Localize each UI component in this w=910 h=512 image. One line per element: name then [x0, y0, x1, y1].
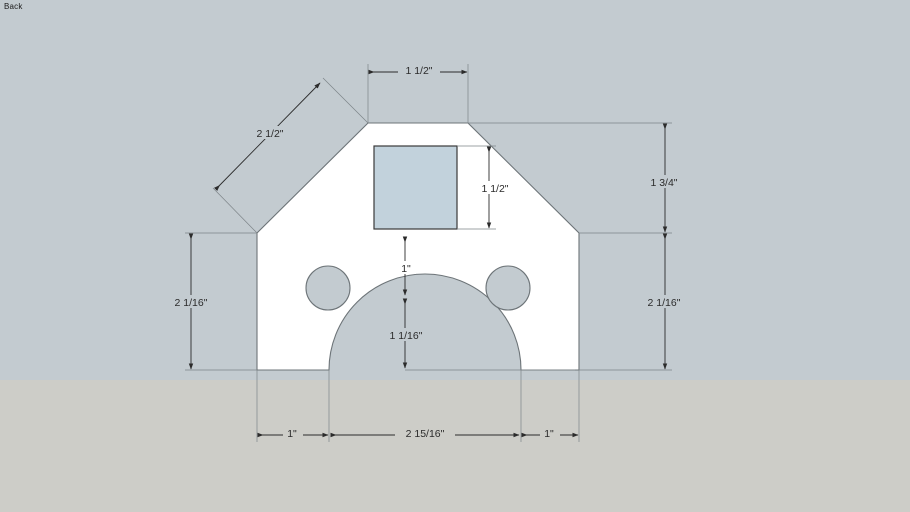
dimension-left-height[interactable]: 2 1/16" — [164, 233, 218, 370]
dimension-arch-height-bg — [380, 328, 432, 341]
dimension-bottom-left-foot-bg — [283, 426, 303, 439]
view-label: Back — [4, 2, 23, 11]
dimension-top-width[interactable]: 1 1/2" — [368, 63, 468, 77]
dimension-left-chamfer-label: 2 1/2" — [256, 128, 283, 140]
dimension-square-hole-bg — [474, 181, 516, 194]
dimension-right-lower-label: 2 1/16" — [648, 297, 681, 309]
dimension-square-hole-height[interactable]: 1 1/2" — [474, 146, 516, 229]
dimension-hole-to-arch[interactable]: 1" — [396, 236, 416, 296]
dimension-left-height-bg — [164, 295, 218, 308]
dimension-bottom-right-foot[interactable]: 1" — [521, 426, 579, 440]
dimension-arch-height[interactable]: 1 1/16" — [380, 298, 432, 369]
dimension-bottom-span[interactable]: 2 15/16" — [330, 426, 520, 440]
extension-lines — [185, 64, 672, 442]
dimension-hole-to-arch-bg — [396, 261, 416, 274]
dimension-left-height-label: 2 1/16" — [175, 297, 208, 309]
ground-background — [0, 380, 910, 512]
right-round-hole[interactable] — [485, 265, 531, 311]
dimension-bottom-right-foot-bg — [540, 426, 560, 439]
dimension-left-chamfer-bg — [247, 126, 293, 139]
dimension-arch-height-label: 1 1/16" — [390, 330, 423, 342]
dimension-bottom-left-foot-label: 1" — [287, 428, 297, 440]
dimension-left-chamfer[interactable]: 2 1/2" — [212, 77, 369, 234]
dimension-right-lower-bg — [637, 295, 691, 308]
dimension-square-hole-label: 1 1/2" — [481, 183, 508, 195]
dimension-right-upper-label: 1 3/4" — [650, 177, 677, 189]
dimension-hole-to-arch-label: 1" — [401, 263, 411, 275]
dimension-bottom-right-foot-label: 1" — [544, 428, 554, 440]
dimension-bottom-span-label: 2 15/16" — [406, 428, 445, 440]
dimension-bottom-left-foot[interactable]: 1" — [257, 426, 329, 440]
square-hole[interactable] — [373, 145, 458, 230]
left-round-hole[interactable] — [305, 265, 351, 311]
dimension-right-upper[interactable]: 1 3/4" — [641, 123, 687, 233]
dimension-top-width-label: 1 1/2" — [405, 65, 432, 77]
dimension-right-upper-bg — [641, 175, 687, 188]
dimension-right-lower[interactable]: 2 1/16" — [637, 233, 691, 370]
dimension-bottom-span-bg — [395, 426, 455, 439]
dimension-top-width-bg — [398, 63, 440, 76]
